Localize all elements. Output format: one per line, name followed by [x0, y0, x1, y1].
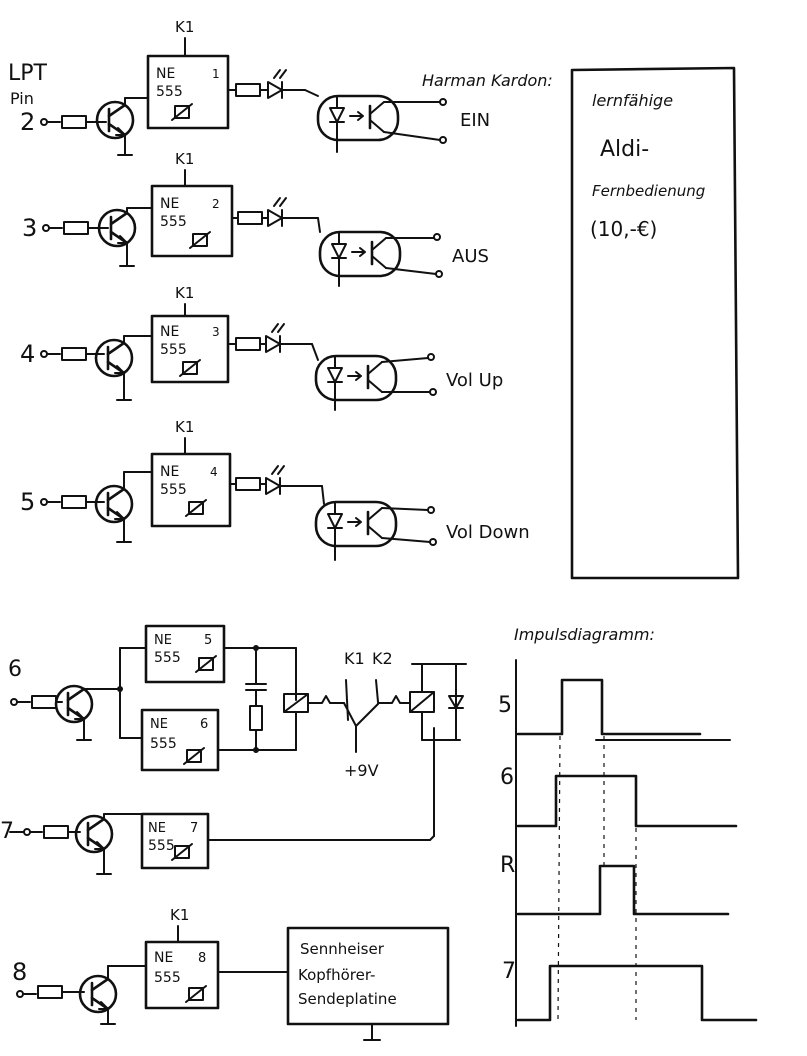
- note-line-4: (10,-€): [590, 217, 657, 241]
- chip-8-555: 555: [154, 970, 181, 986]
- chip-8-number: 8: [198, 951, 206, 966]
- chip-7-ne: NE: [148, 821, 166, 836]
- waveform-7: [516, 964, 758, 1022]
- chip-1-ne: NE: [156, 66, 175, 82]
- k1-label-ch2: K1: [175, 150, 194, 168]
- channel-2-circuit: 3 K1 NE 555 2 AUS: [22, 150, 489, 287]
- waveform-6: [516, 774, 738, 828]
- timing-title: Impulsdiagramm:: [514, 625, 655, 644]
- timing-label-6: 6: [500, 765, 514, 790]
- output-vol-up: Vol Up: [446, 370, 503, 391]
- pin-4-label: 4: [20, 340, 35, 368]
- sennheiser-line-3: Sendeplatine: [298, 990, 397, 1008]
- pin-label: Pin: [10, 89, 34, 108]
- chip-1-number: 1: [212, 67, 220, 81]
- pin-8-label: 8: [12, 958, 27, 986]
- chip-7-number: 7: [190, 821, 198, 836]
- timing-diagram: Impulsdiagramm: 5 6 R 7: [498, 625, 758, 1027]
- pin-6-label: 6: [8, 657, 22, 682]
- sennheiser-line-1: Sennheiser: [300, 940, 385, 958]
- harman-kardon-label: Harman Kardon:: [422, 71, 553, 90]
- chip-2-555: 555: [160, 214, 187, 230]
- pin-7-label: 7: [0, 819, 14, 844]
- timing-label-r: R: [500, 853, 515, 878]
- channel-3-circuit: 4 K1 NE 555 3 Vol Up: [20, 284, 503, 411]
- supply-9v-label: +9V: [344, 761, 379, 780]
- headphone-transmitter-circuit: 8 K1 NE 555 8 Sennheiser Kopfhörer- Send…: [12, 906, 450, 1041]
- k1-switch-label: K1: [344, 649, 365, 668]
- lpt-label: LPT: [8, 61, 48, 86]
- waveform-5: [516, 678, 702, 736]
- chip-7-555: 555: [148, 838, 175, 854]
- output-aus: AUS: [452, 246, 489, 267]
- chip-4-number: 4: [210, 465, 218, 479]
- chip-4-555: 555: [160, 482, 187, 498]
- timing-label-5: 5: [498, 693, 512, 718]
- chip-2-number: 2: [212, 197, 220, 211]
- k2-switch-label: K2: [372, 649, 393, 668]
- chip-6-number: 6: [200, 717, 208, 732]
- chip-5-number: 5: [204, 633, 212, 648]
- aldi-remote-note-box: lernfähige Aldi- Fernbedienung (10,-€): [570, 66, 740, 580]
- chip-4-ne: NE: [160, 464, 179, 480]
- output-vol-down: Vol Down: [446, 522, 530, 543]
- chip-5-555: 555: [154, 650, 181, 666]
- chip-3-number: 3: [212, 325, 220, 339]
- output-ein: EIN: [460, 110, 490, 131]
- timing-label-7: 7: [502, 959, 516, 984]
- note-line-1: lernfähige: [592, 91, 673, 110]
- pin-2-label: 2: [20, 108, 35, 136]
- chip-6-555: 555: [150, 736, 177, 752]
- channel-4-circuit: 5 K1 NE 555 4 Vol Down: [20, 418, 530, 561]
- pin-5-label: 5: [20, 488, 35, 516]
- note-line-3: Fernbedienung: [592, 182, 705, 200]
- chip-2-ne: NE: [160, 196, 179, 212]
- note-line-2: Aldi-: [600, 137, 649, 162]
- pin-3-label: 3: [22, 214, 37, 242]
- relay-control-circuit: 6 NE 555 5 NE 555 6: [0, 624, 467, 875]
- chip-6-ne: NE: [150, 717, 168, 732]
- k1-label-ch1: K1: [175, 18, 194, 36]
- channel-1-circuit: 2 K1 NE 555 1 EIN: [20, 18, 490, 156]
- chip-8-ne: NE: [154, 950, 173, 966]
- chip-3-ne: NE: [160, 324, 179, 340]
- chip-1-555: 555: [156, 84, 183, 100]
- k1-label-ch3: K1: [175, 284, 194, 302]
- waveform-r: [516, 864, 730, 916]
- chip-5-ne: NE: [154, 633, 172, 648]
- k1-label-ch4: K1: [175, 418, 194, 436]
- k1-label-ch8: K1: [170, 906, 189, 924]
- sennheiser-line-2: Kopfhörer-: [298, 966, 375, 984]
- chip-3-555: 555: [160, 342, 187, 358]
